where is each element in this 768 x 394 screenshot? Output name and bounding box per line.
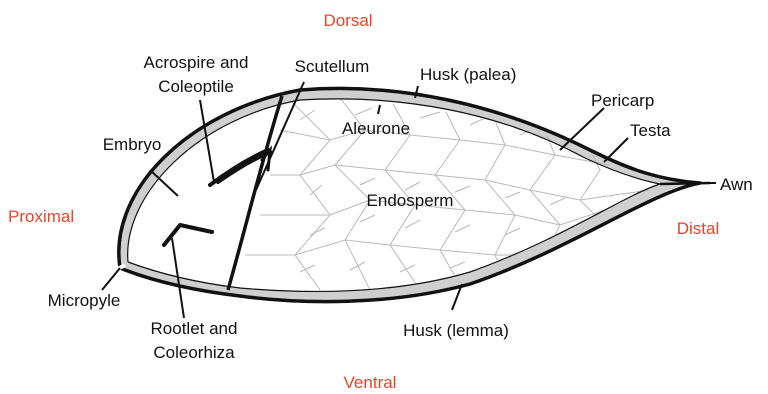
label-acrospire-line2: Coleoptile [158,77,234,96]
label-rootlet-line2: Coleorhiza [153,343,235,362]
label-awn: Awn [720,175,753,194]
leader-pericarp [560,108,604,150]
label-proximal: Proximal [8,207,74,226]
label-distal: Distal [677,219,720,238]
label-pericarp: Pericarp [591,91,654,110]
label-testa: Testa [630,121,671,140]
label-rootlet-line1: Rootlet and [151,319,238,338]
leader-testa [604,138,628,162]
label-acrospire-line1: Acrospire and [144,53,249,72]
label-husk-lemma: Husk (lemma) [403,321,509,340]
label-aleurone: Aleurone [342,119,410,138]
label-scutellum: Scutellum [295,57,370,76]
leader-micropyle [102,268,120,290]
label-husk-palea: Husk (palea) [420,65,516,84]
label-ventral: Ventral [344,373,397,392]
awn-tip [660,183,710,184]
label-micropyle: Micropyle [48,291,121,310]
label-endosperm: Endosperm [367,191,454,210]
label-dorsal: Dorsal [323,11,372,30]
label-embryo: Embryo [103,135,162,154]
